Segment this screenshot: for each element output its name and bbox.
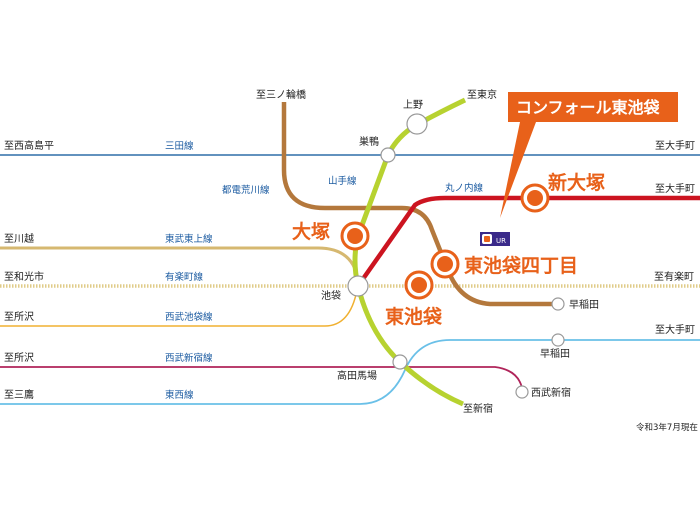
tozai-line <box>0 339 700 405</box>
otsuka-label: 大塚 <box>292 220 330 243</box>
line-label-seibu-shinjuku: 西武新宿線 <box>165 352 213 364</box>
ueno-label: 上野 <box>403 99 423 111</box>
sugamo-station-marker <box>380 147 396 163</box>
waseda-toden-station-marker <box>551 297 565 311</box>
higashi-ikebukuro-highlight <box>404 270 434 300</box>
dest-otemachi-mita: 至大手町 <box>655 139 695 152</box>
tobu-tojo-line <box>0 246 359 276</box>
seibu-ikebukuro-line <box>0 289 358 327</box>
ur-logo-text: UR <box>496 237 506 245</box>
property-name: コンフォール東池袋 <box>516 98 661 117</box>
dest-tokorozawa-shinjuku: 至所沢 <box>4 351 34 364</box>
higashi-ikebukuro-label: 東池袋 <box>385 305 443 328</box>
waseda-toden-label: 早稲田 <box>569 299 599 311</box>
seibu-shinjuku-line <box>0 366 523 389</box>
date-note: 令和3年7月現在 <box>636 422 698 433</box>
marunouchi-line <box>356 195 700 288</box>
dest-shinjuku: 至新宿 <box>463 402 493 415</box>
dest-kawagoe: 至川越 <box>4 232 34 245</box>
takadanobaba-label: 高田馬場 <box>337 369 377 382</box>
dest-otemachi-marunouchi: 至大手町 <box>655 182 695 195</box>
dest-otemachi-tozai: 至大手町 <box>655 323 695 336</box>
line-label-marunouchi: 丸ノ内線 <box>445 182 484 194</box>
waseda-tozai-label: 早稲田 <box>540 348 570 360</box>
line-label-yamanote: 山手線 <box>328 175 357 187</box>
line-label-seibu-ikebukuro: 西武池袋線 <box>165 311 213 323</box>
waseda-tozai-station-marker <box>551 333 565 347</box>
seibu-shinjuku-label: 西武新宿 <box>531 386 571 399</box>
dest-tokorozawa-ikebukuro: 至所沢 <box>4 310 34 323</box>
ikebukuro-station-marker <box>347 275 369 297</box>
ur-logo: UR <box>480 232 510 246</box>
property-callout: コンフォール東池袋 <box>500 92 678 218</box>
otsuka-highlight <box>340 221 370 251</box>
sugamo-label: 巣鴨 <box>359 135 379 148</box>
line-label-toden: 都電荒川線 <box>222 184 270 196</box>
higashi-ikebukuro-4-highlight <box>430 249 460 279</box>
dest-tokyo: 至東京 <box>467 88 497 101</box>
dest-minowa: 至三ノ輪橋 <box>256 88 306 101</box>
ikebukuro-label: 池袋 <box>321 289 341 302</box>
takadanobaba-station-marker <box>392 354 408 370</box>
ueno-station-marker <box>406 113 428 135</box>
line-label-tobu-tojo: 東武東上線 <box>165 233 213 245</box>
line-label-mita: 三田線 <box>165 140 194 152</box>
higashi-ikebukuro-4-label: 東池袋四丁目 <box>464 254 578 277</box>
line-label-yurakucho: 有楽町線 <box>165 271 204 283</box>
dest-nishitakashimadaira: 至西高島平 <box>4 139 54 152</box>
shin-otsuka-label: 新大塚 <box>548 171 605 194</box>
toden-line <box>281 102 558 307</box>
dest-yurakucho: 至有楽町 <box>654 270 694 283</box>
seibu-shinjuku-station-marker <box>515 385 529 399</box>
dest-mitaka: 至三鷹 <box>4 388 34 401</box>
shin-otsuka-highlight <box>520 183 550 213</box>
dest-wakoshi: 至和光市 <box>4 270 44 283</box>
line-label-tozai: 東西線 <box>165 389 194 401</box>
